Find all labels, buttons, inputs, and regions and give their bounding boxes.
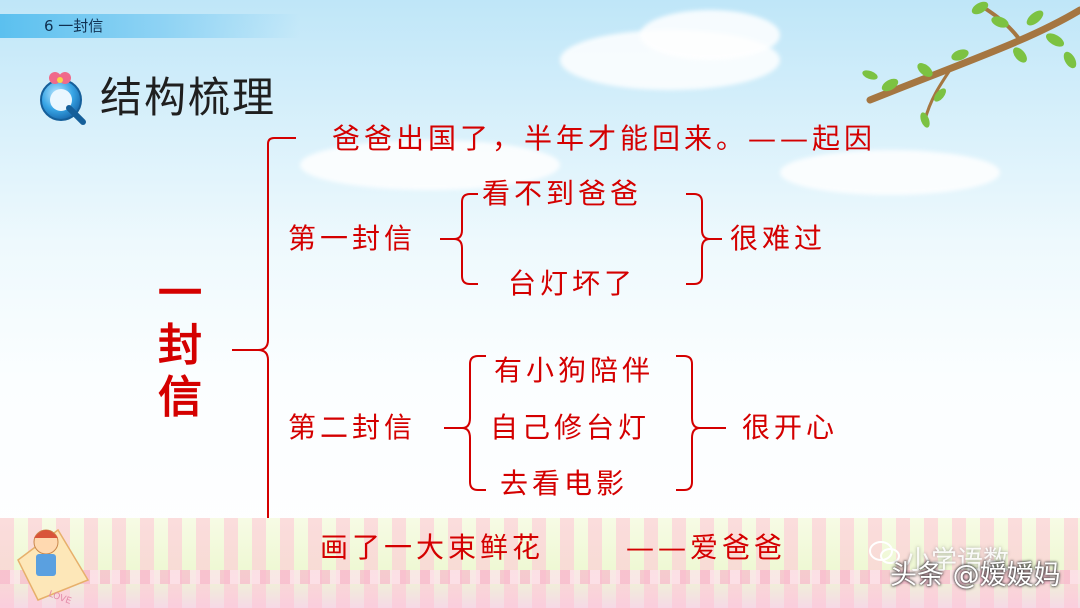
lesson-header-bar [0,14,300,38]
kite-decoration: LOVE [17,528,90,607]
section-title: 结构梳理 [100,73,277,122]
lesson-label: 6 一封信 [44,17,104,35]
letter2-feeling: 很开心 [742,411,839,444]
cloud-decoration [300,140,560,190]
letter1-item: 台灯坏了 [508,267,637,300]
kite-text: LOVE [47,589,73,607]
letter2-item: 自己修台灯 [490,411,651,444]
letter2-label: 第二封信 [288,411,417,444]
letter1-feeling: 很难过 [730,222,827,255]
cloud-decoration [780,150,1000,195]
watermark-source: 头条 @嫒嫒妈 [890,560,1061,591]
bottom-decoration-strip [0,518,1080,608]
letter1-item: 看不到爸爸 [482,177,643,210]
bottom-decoration-stripe [0,570,1080,584]
watermark-account: 小学语数 [905,546,1010,576]
letter2-item: 去看电影 [500,467,629,500]
ending-theme: ——爱爸爸 [626,531,787,564]
magnifier-q-icon [40,72,86,125]
letter2-item: 有小狗陪伴 [494,354,655,387]
letter1-label: 第一封信 [288,222,417,255]
tree-branch-decoration [862,1,1080,128]
wechat-icon [869,541,900,564]
main-title: 一封信 [158,268,202,423]
ending-action: 画了一大束鲜花 [320,531,545,564]
cloud-decoration [640,10,780,60]
cause-text: 爸爸出国了，半年才能回来。——起因 [332,122,877,155]
